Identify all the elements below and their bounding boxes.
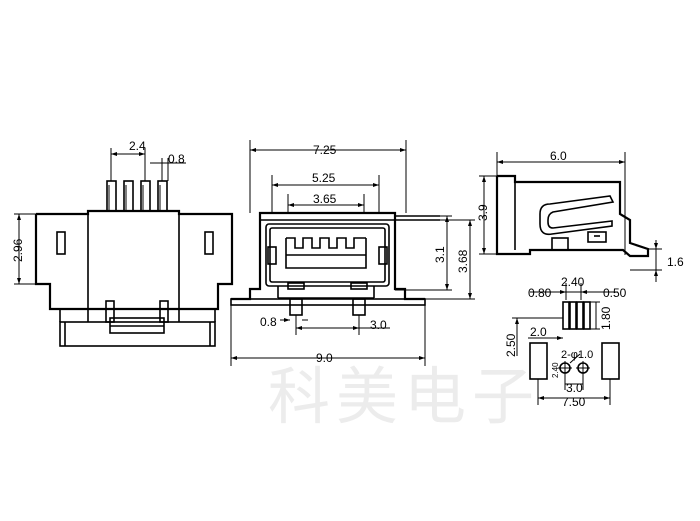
footprint-right-pad: 0.50 [603,286,627,300]
front-peg-offset: 0.8 [260,315,277,329]
side-view: 2.4 0.8 2.96 [11,139,234,347]
side-pin-4 [157,180,168,212]
footprint-pad-4 [583,301,591,330]
profile-height: 3.9 [476,204,490,221]
footprint-side-pad-right [601,342,620,380]
footprint-left-pad: 0.80 [528,286,552,300]
side-pin-3 [140,180,151,212]
footprint-hole-label: 2-φ1.0 [561,349,593,361]
front-inner-width: 5.25 [312,171,336,185]
front-overall-top: 7.25 [313,143,337,157]
footprint-pad-2 [569,301,577,330]
profile-depth: 6.0 [550,149,567,163]
front-view: 7.25 5.25 3.65 [230,140,475,366]
footprint-view: 2.40 0.80 0.50 1.80 2.50 2.0 2-φ1.0 2 [504,275,627,409]
footprint-pad-length: 1.80 [599,306,613,330]
front-inner-height: 3.1 [433,246,447,263]
profile-view: 6.0 3.9 1.6 [476,149,684,282]
footprint-small-dim: 2.40 [551,362,560,378]
side-height: 2.96 [11,238,25,262]
side-pin-2 [123,180,134,212]
footprint-pad-3 [576,301,584,330]
front-peg-spacing: 3.0 [370,318,387,332]
footprint-hole-spacing: 3.0 [566,381,583,395]
profile-tail: 1.6 [667,255,684,269]
watermark-text: 科美电子 [268,360,540,433]
front-overall-width: 9.0 [316,351,333,365]
footprint-pitch: 2.40 [561,275,585,289]
side-pin-1 [106,180,117,212]
footprint-inner-offset: 2.0 [530,325,547,339]
footprint-overall: 7.50 [562,395,586,409]
footprint-row-offset: 2.50 [504,333,518,357]
side-pin-pitch: 2.4 [129,139,146,153]
front-slot-width: 3.65 [313,192,337,206]
side-pin-width: 0.8 [168,152,185,166]
footprint-pad-1 [562,301,570,330]
front-body-height: 3.68 [456,249,470,273]
